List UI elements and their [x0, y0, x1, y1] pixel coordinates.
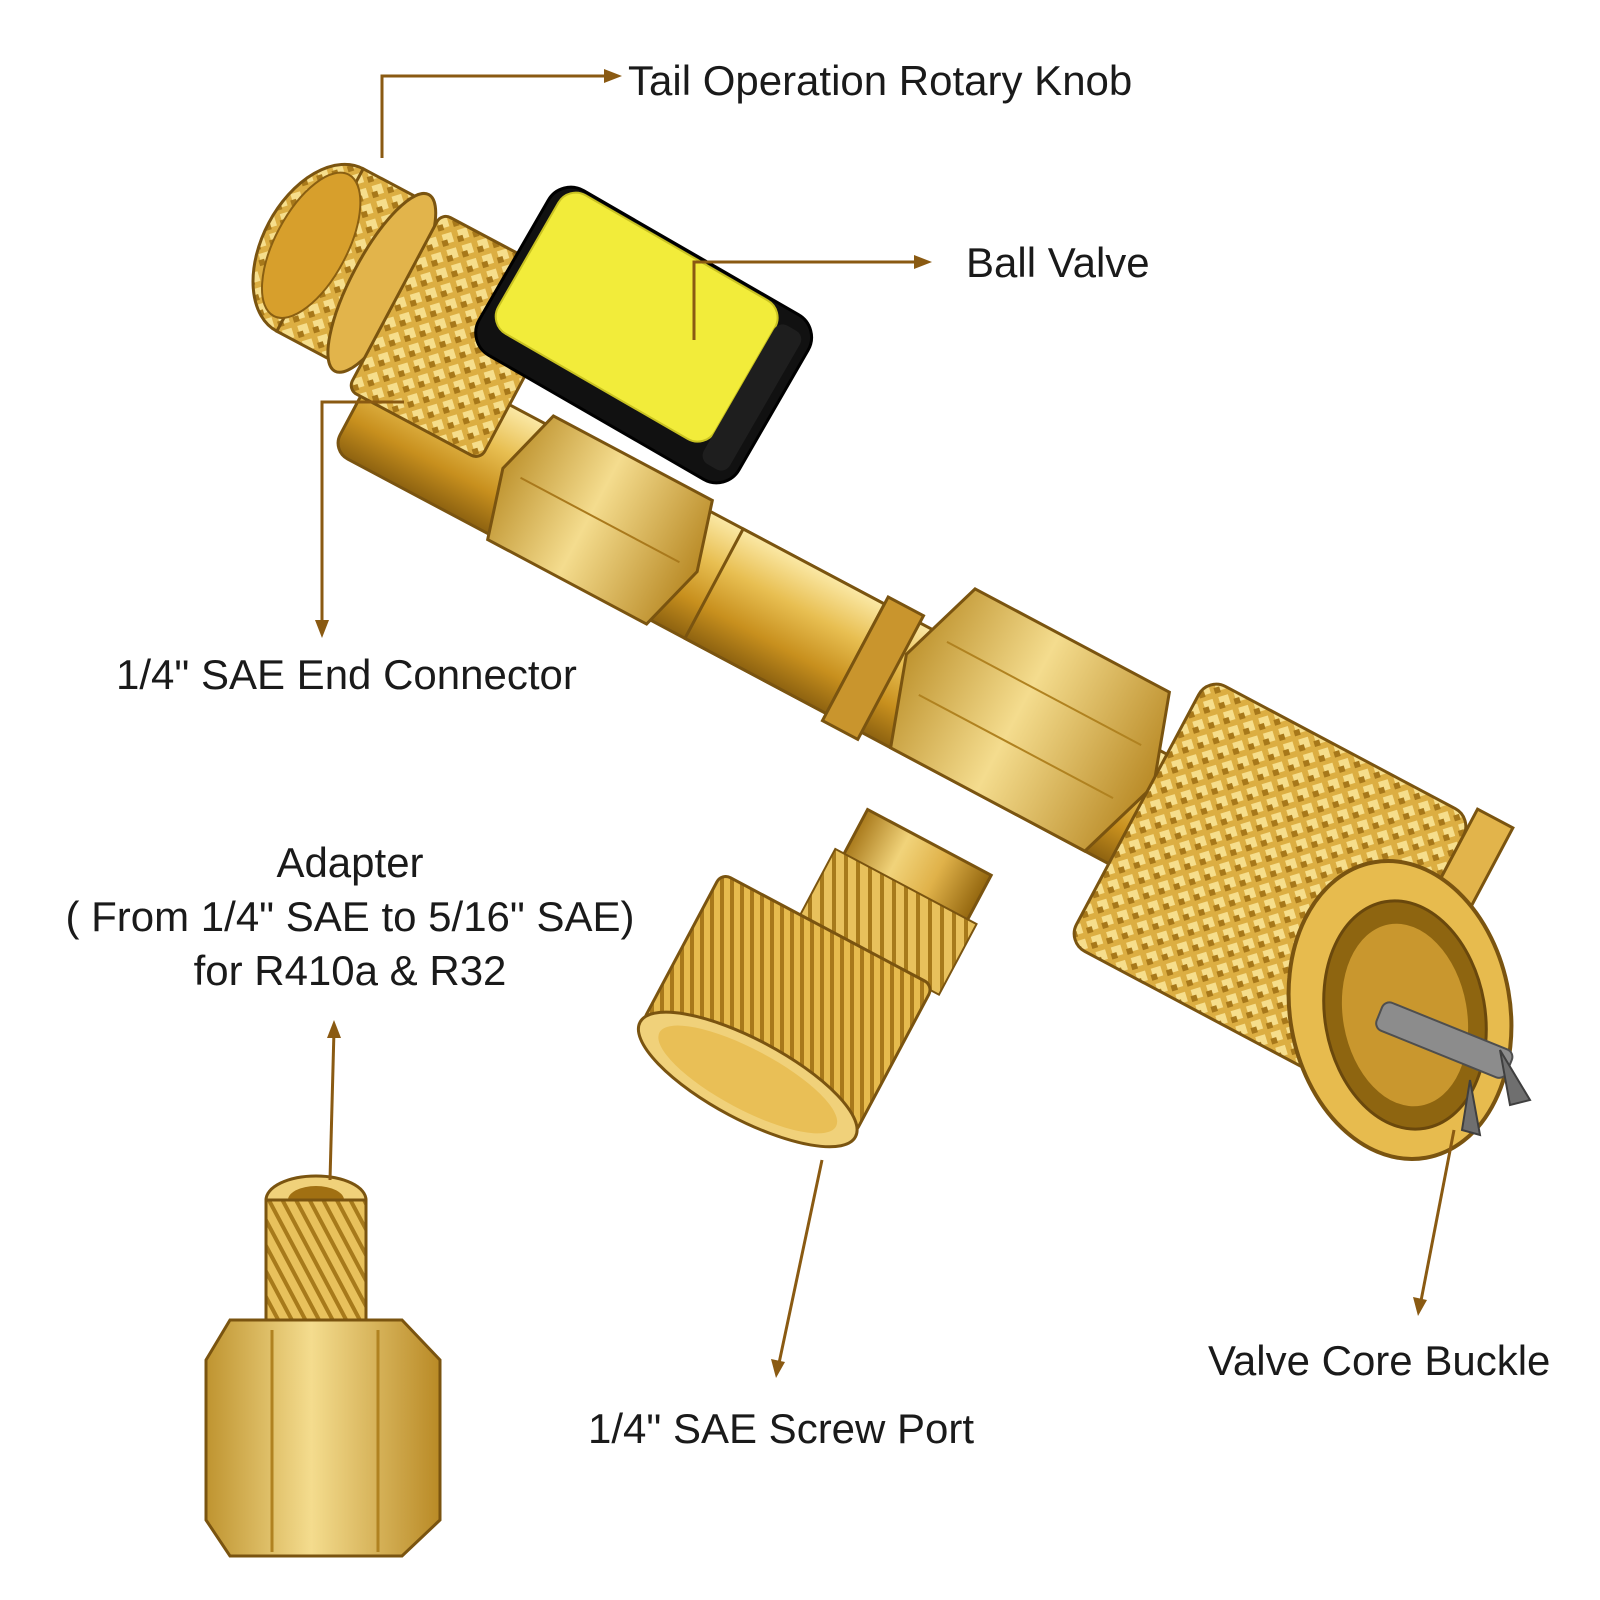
adapter-conversion-label: ( From 1/4" SAE to 5/16" SAE) [65, 893, 635, 940]
ball-valve-label: Ball Valve [966, 239, 1150, 286]
end-connector-arrow [315, 620, 329, 638]
valve-core-buckle-label: Valve Core Buckle [1208, 1337, 1551, 1384]
screw-port-label: 1/4" SAE Screw Port [588, 1405, 975, 1452]
adapter-caption: Adapter ( From 1/4" SAE to 5/16" SAE) fo… [40, 836, 660, 998]
adapter-title-label: Adapter [276, 839, 424, 886]
adapter-refrigerant-label: for R410a & R32 [193, 947, 507, 994]
valve-core-tool [251, 162, 1532, 1161]
knob-leader [380, 74, 612, 158]
leader-lines [315, 69, 1456, 1378]
adapter-leader [328, 1029, 336, 1181]
ball-valve-arrow [914, 255, 932, 269]
knob-arrow [604, 69, 622, 83]
ball-valve-leader [692, 260, 922, 340]
tail-operation-rotary-knob-label: Tail Operation Rotary Knob [628, 57, 1133, 104]
end-connector-leader [320, 400, 404, 628]
screw-port-arrow [771, 1359, 785, 1378]
end-connector-label: 1/4" SAE End Connector [116, 651, 577, 698]
valve-core-leader [1418, 1129, 1456, 1307]
screw-port-leader [776, 1159, 824, 1369]
valve-core-arrow [1413, 1297, 1427, 1316]
adapter-fitting [204, 1174, 442, 1558]
adapter-arrow [327, 1020, 341, 1038]
